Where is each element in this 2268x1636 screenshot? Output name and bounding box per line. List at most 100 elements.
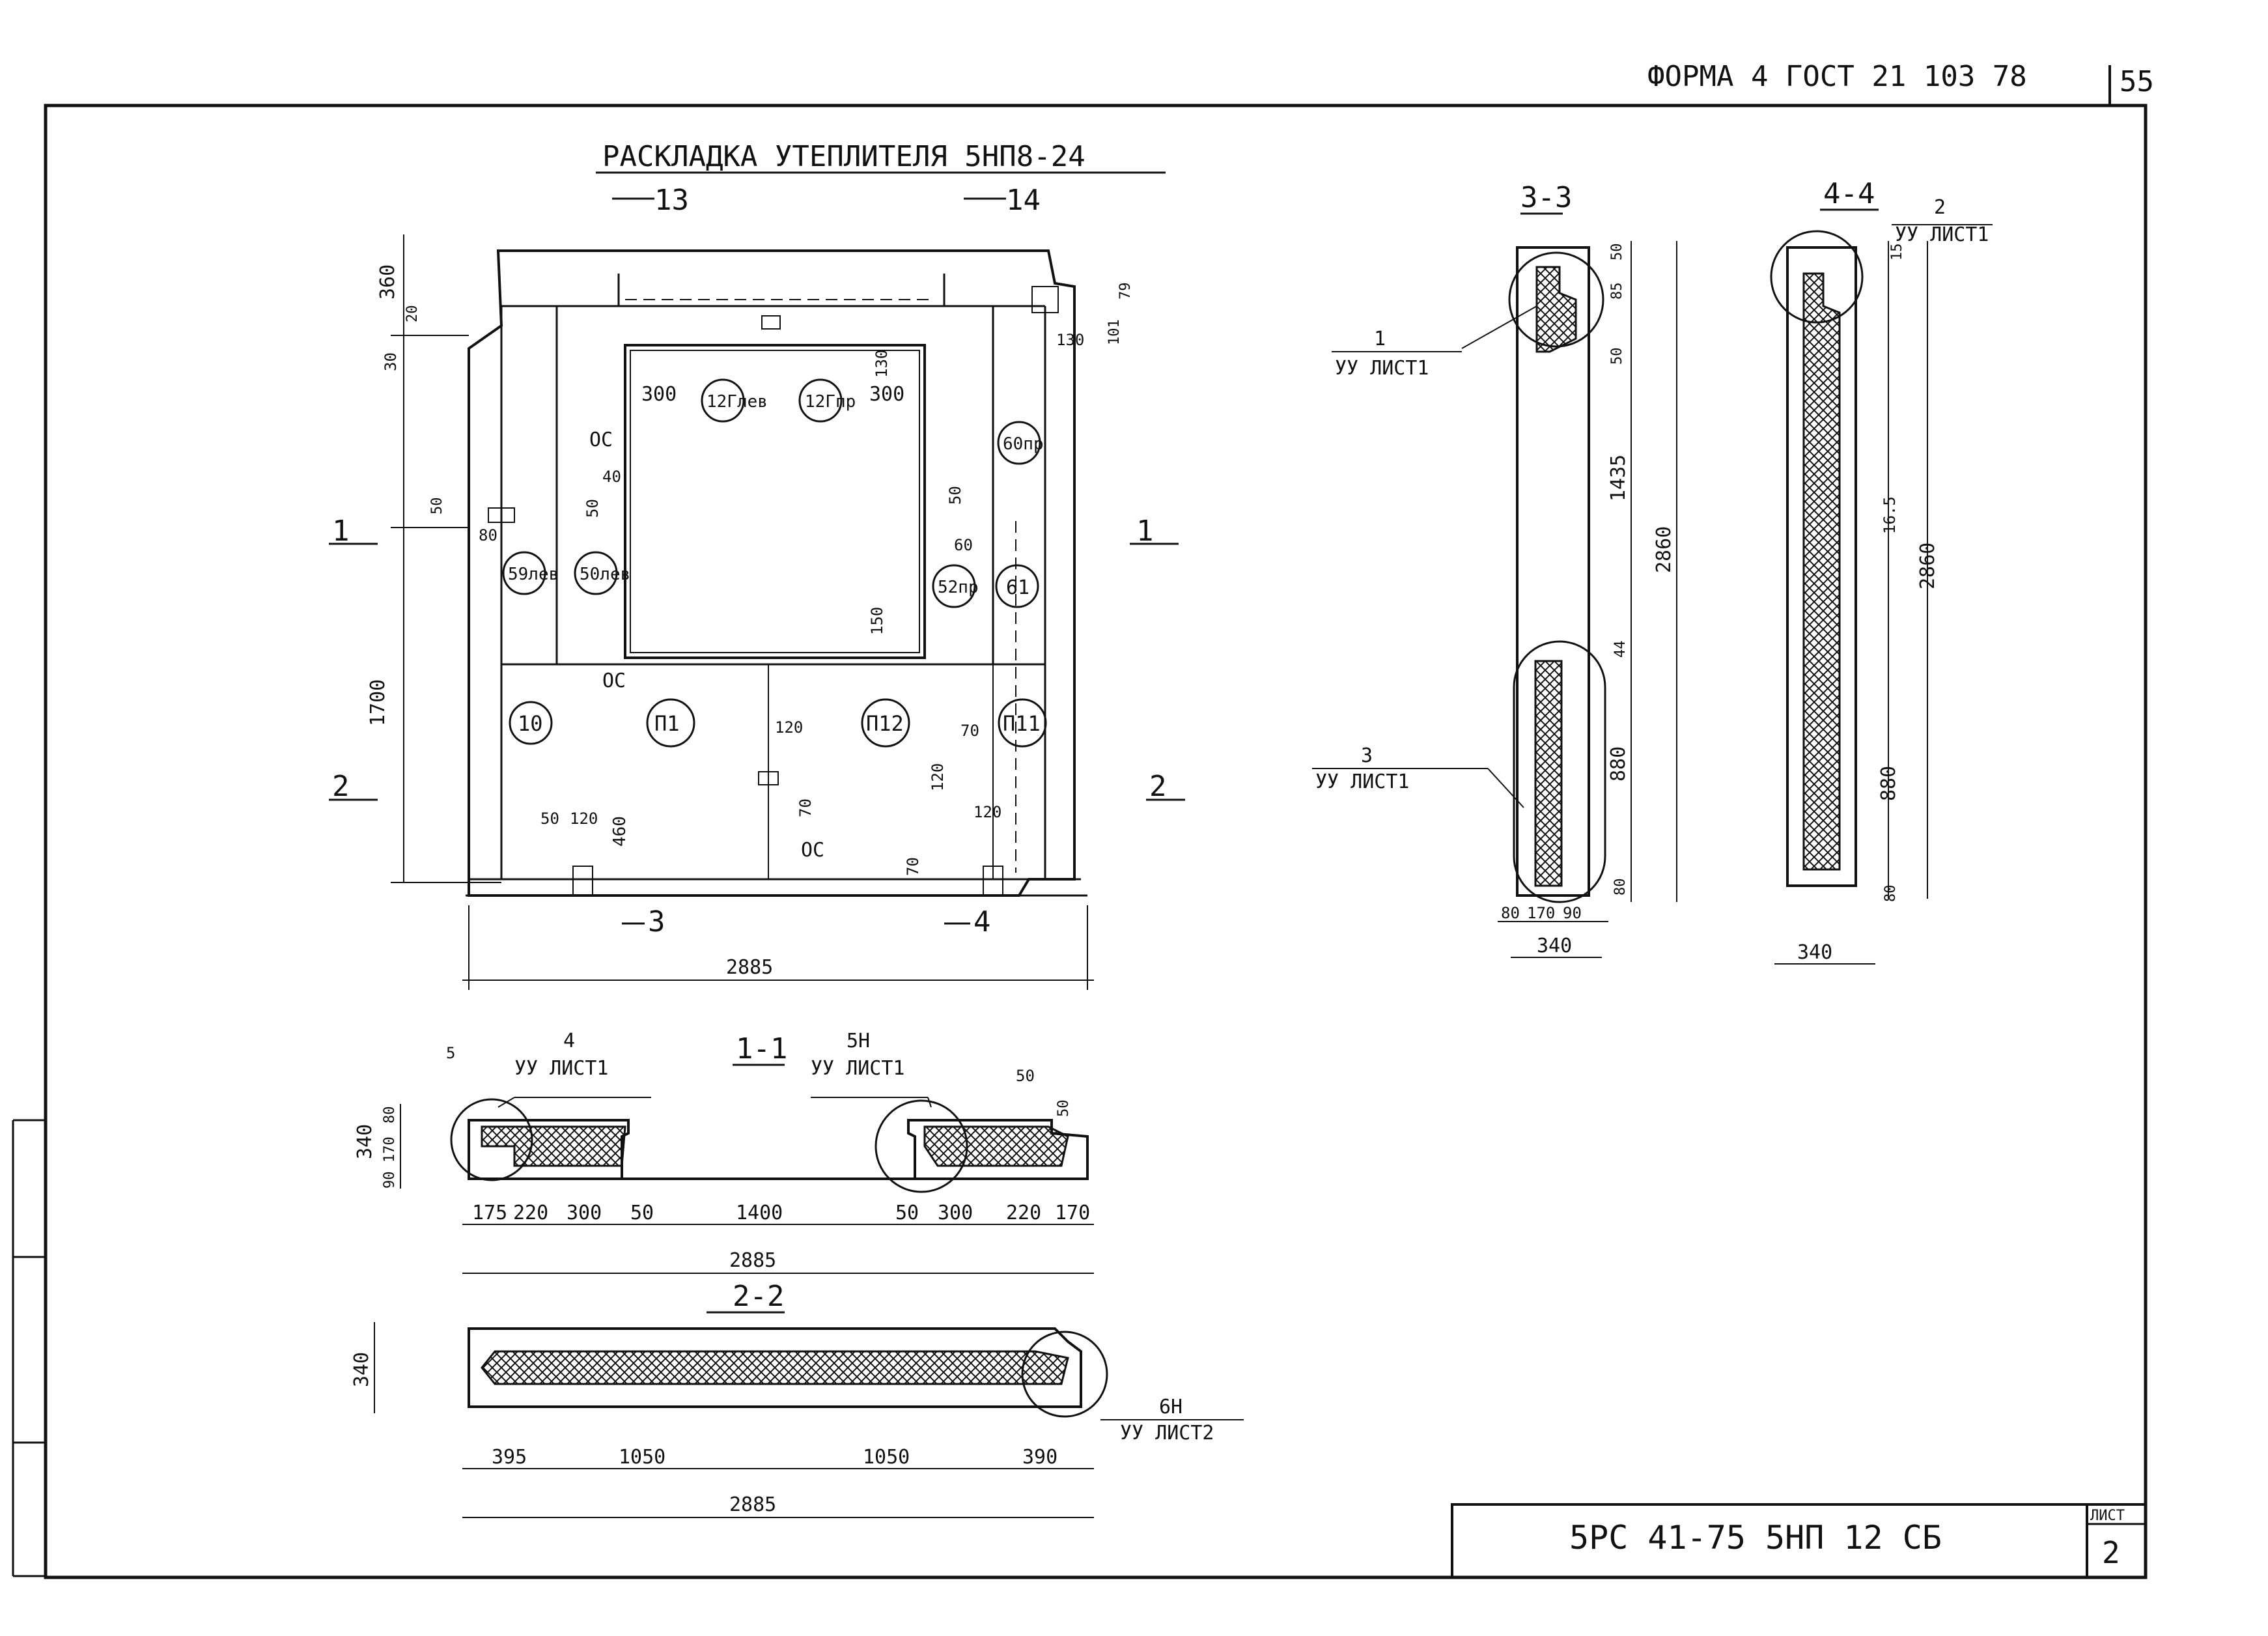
callout-number: 1 [1374, 328, 1386, 350]
section-title: 1-1 [736, 1032, 787, 1065]
sheet-value: 2 [2102, 1535, 2120, 1570]
dim-label: 5 [446, 1044, 455, 1062]
dim-label: 300 [938, 1202, 973, 1224]
dim-label: 50 [1016, 1067, 1035, 1085]
dim-label: 90 [382, 1172, 398, 1189]
plan-view: РАСКЛАДКА УТЕПЛИТЕЛЯ 5НП8-24 13 [329, 140, 1185, 990]
dim-label: 80 [1501, 904, 1520, 922]
dim-label: 130 [873, 350, 891, 378]
dim-label: 340 [354, 1124, 376, 1159]
dim-label: 220 [513, 1202, 548, 1224]
piece-label: 12Глев [707, 392, 768, 412]
piece-label: 59лев [508, 565, 559, 584]
dim-label: 170 [1527, 904, 1555, 922]
piece-label: 60пр [1003, 434, 1044, 454]
dim-label: 360 [376, 264, 399, 300]
section-mark-2-right: 2 [1149, 770, 1167, 803]
dim-label: 79 [1117, 283, 1134, 300]
dim-label: 300 [641, 383, 677, 406]
dim-label: 2885 [729, 1493, 776, 1516]
dim-label: 880 [1877, 766, 1900, 801]
dim-label: 300 [869, 383, 904, 406]
dim-label: 40 [602, 468, 621, 486]
callout-ref: УУ ЛИСТ1 [1315, 770, 1410, 793]
sheet-number: 55 [2120, 65, 2154, 98]
os-label: ОС [602, 670, 626, 692]
dim-label: 50 [1056, 1100, 1072, 1118]
callout-number: 4 [563, 1030, 575, 1052]
dim-label: 50 [540, 810, 559, 828]
dim-label: 44 [1612, 641, 1629, 658]
plan-title: РАСКЛАДКА УТЕПЛИТЕЛЯ 5НП8-24 [602, 140, 1085, 173]
dim-label: 80 [382, 1107, 398, 1124]
dim-label: 1435 [1607, 455, 1630, 501]
piece-label: П11 [1003, 711, 1041, 736]
dim-label: 50 [429, 498, 445, 515]
dim-label: 80 [1883, 885, 1899, 903]
section-3-3: 3-3 1 УУ ЛИСТ1 3 УУ ЛИСТ1 50 85 50 1435 … [1312, 181, 1677, 958]
os-label: ОС [589, 429, 613, 451]
piece-label: 50лев [580, 565, 630, 584]
dim-label: 101 [1106, 319, 1123, 345]
dim-label: 120 [929, 763, 947, 791]
section-2-2: 2-2 6Н УУ ЛИСТ2 340 395 1050 1050 390 28… [350, 1280, 1244, 1518]
dim-label: 50 [946, 486, 964, 505]
section-title: 2-2 [733, 1280, 784, 1313]
dim-label: 90 [1563, 904, 1582, 922]
section-mark-13: 13 [654, 184, 689, 217]
os-label: ОС [801, 839, 824, 862]
dim-label: 1050 [619, 1446, 665, 1469]
dim-label: 1700 [367, 679, 389, 726]
dim-label: 460 [610, 816, 630, 847]
dim-label: 70 [904, 857, 922, 876]
dim-label: 395 [492, 1446, 527, 1469]
dim-label: 70 [796, 798, 815, 817]
dim-label: 15 [1889, 244, 1905, 261]
section-mark-1-left: 1 [332, 515, 350, 548]
piece-label: 61 [1006, 576, 1029, 599]
dim-label: 120 [775, 718, 803, 737]
piece-label: 10 [518, 711, 543, 736]
dim-label: 220 [1006, 1202, 1041, 1224]
piece-label: 52пр [938, 578, 979, 597]
dim-label: 170 [1055, 1202, 1090, 1224]
piece-label: 12Гпр [805, 392, 856, 412]
dim-label: 1050 [863, 1446, 910, 1469]
section-title: 4-4 [1823, 177, 1875, 210]
callout-ref: УУ ЛИСТ1 [1335, 357, 1429, 380]
section-mark-2-left: 2 [332, 770, 350, 803]
dim-label: 20 [404, 305, 421, 323]
section-mark-1-right: 1 [1136, 515, 1154, 548]
dim-label: 50 [1609, 244, 1625, 261]
callout-ref: УУ ЛИСТ2 [1120, 1422, 1214, 1445]
dim-label: 130 [1056, 331, 1084, 349]
dim-label: 30 [382, 352, 400, 371]
section-title: 3-3 [1520, 181, 1572, 214]
dim-label: 50 [895, 1202, 919, 1224]
sheet-frame [12, 65, 2148, 1579]
section-mark-14: 14 [1006, 184, 1041, 217]
dim-label: 50 [583, 499, 602, 518]
dim-label: 2860 [1916, 543, 1939, 589]
dim-label: 50 [630, 1202, 654, 1224]
callout-number: 6Н [1159, 1396, 1183, 1418]
dim-label: 880 [1607, 746, 1630, 782]
sheet-label: ЛИСТ [2090, 1508, 2125, 1524]
title-block [1451, 1503, 2147, 1579]
dim-label: 60 [954, 536, 973, 554]
dim-label: 150 [868, 607, 886, 635]
dim-label: 70 [960, 722, 979, 740]
dim-label: 170 [382, 1136, 398, 1163]
dim-label: 120 [973, 803, 1001, 821]
dim-label: 1400 [736, 1202, 783, 1224]
dim-label: 2885 [729, 1249, 776, 1272]
callout-ref: УУ ЛИСТ1 [1895, 223, 1989, 246]
piece-label: П1 [654, 711, 680, 736]
dim-label: 50 [1609, 348, 1625, 365]
section-mark-3: 3 [648, 905, 665, 938]
callout-number: 2 [1934, 196, 1946, 219]
dim-label: 16.5 [1881, 496, 1899, 534]
callout-ref: УУ ЛИСТ1 [811, 1057, 905, 1080]
dim-label: 80 [479, 526, 497, 544]
